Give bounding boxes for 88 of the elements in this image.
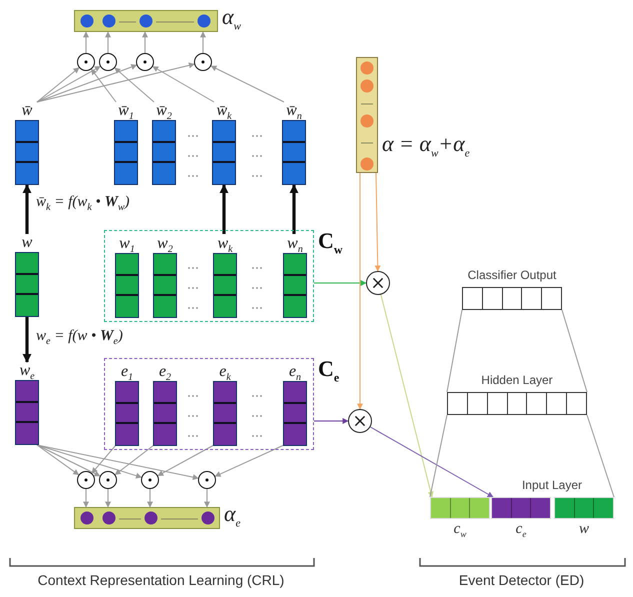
input-segment xyxy=(430,497,490,519)
multiply-circle xyxy=(348,409,372,433)
segment-label: c$_{e}$ xyxy=(514,521,528,539)
multiply-circle xyxy=(366,271,390,295)
vector-label: w̄$_{k}$ xyxy=(215,102,233,120)
dashed-group-box xyxy=(104,230,314,322)
vector-label: e$_{n}$ xyxy=(288,363,302,381)
dot-operator-circle xyxy=(99,471,117,489)
dot-operator-circle xyxy=(77,53,95,71)
vector-label: α$_{w}$ xyxy=(222,4,241,32)
arrow xyxy=(22,317,32,363)
arrow xyxy=(374,172,381,272)
arrow xyxy=(36,444,100,476)
connector-line xyxy=(430,414,448,498)
arrow xyxy=(147,488,153,508)
arrow xyxy=(214,444,284,477)
dot-operator-circle xyxy=(136,53,154,71)
vector-label: e$_{2}$ xyxy=(158,363,172,381)
neuron-layer xyxy=(447,392,587,415)
arrow xyxy=(36,66,101,102)
group-label: C$_{e}$ xyxy=(318,356,340,386)
vector-label: w̄$_{n}$ xyxy=(285,102,303,120)
segment-label: w xyxy=(578,521,590,538)
section-caption: Context Representation Learning (CRL) xyxy=(36,572,286,588)
arrow xyxy=(210,66,284,102)
vector-label: w̄$_{1}$ xyxy=(117,102,135,120)
section-caption: Event Detector (ED) xyxy=(458,572,586,588)
dot-operator-circle xyxy=(77,471,95,489)
edge-label: w$_{e}$ = f(w • W$_{e}$) xyxy=(34,328,125,347)
vector-label: w̄$_{2}$ xyxy=(155,102,173,120)
arrow xyxy=(314,418,349,424)
arrow xyxy=(105,488,111,508)
arrow xyxy=(114,444,154,476)
arrow xyxy=(36,444,142,479)
layer-label: Hidden Layer xyxy=(480,373,554,387)
dashed-group-box xyxy=(104,358,314,450)
arrow xyxy=(90,68,116,102)
arrow xyxy=(290,184,298,234)
arrow xyxy=(220,184,228,234)
vector-label: α = α$_{w}$+α$_{e}$ xyxy=(382,131,470,160)
vector-label: w$_{2}$ xyxy=(156,235,174,253)
arrow xyxy=(91,444,116,474)
dot-operator-circle xyxy=(194,53,212,71)
arrow xyxy=(142,31,148,54)
layer-label: Classifier Output xyxy=(466,268,558,282)
arrow xyxy=(152,66,214,102)
attention-vector xyxy=(74,507,220,529)
vector-label: w$_{1}$ xyxy=(118,235,136,253)
vector-label: e$_{1}$ xyxy=(120,363,134,381)
group-label: C$_{w}$ xyxy=(318,228,343,258)
arrow xyxy=(36,62,195,102)
attention-vector xyxy=(356,57,378,173)
arrow xyxy=(200,31,206,54)
arrow xyxy=(370,426,494,498)
attention-vector xyxy=(74,10,218,32)
dot-operator-circle xyxy=(141,471,159,489)
input-segment xyxy=(491,497,551,519)
vector-label: w$_{n}$ xyxy=(286,235,304,253)
arrow xyxy=(83,31,89,54)
input-segment xyxy=(554,497,614,519)
arrow xyxy=(83,488,89,508)
arrow xyxy=(105,31,111,54)
arrow xyxy=(36,67,80,102)
arrow xyxy=(114,67,154,102)
connector-line xyxy=(562,310,588,392)
segment-label: c$_{w}$ xyxy=(452,521,468,539)
connector-line xyxy=(446,310,462,392)
edge-label: w̄$_{k}$ = f(w$_{k}$ • W$_{w}$) xyxy=(34,194,132,213)
connector-line xyxy=(586,414,614,498)
neuron-layer xyxy=(462,287,562,310)
vector-label: α$_{e}$ xyxy=(224,501,240,530)
arrow xyxy=(380,294,434,498)
vector-label: w$_{k}$ xyxy=(216,235,234,253)
arrow xyxy=(357,172,363,410)
vector-label: w xyxy=(20,234,34,252)
arrow xyxy=(204,488,210,508)
arrow xyxy=(36,64,138,102)
vector-label: e$_{k}$ xyxy=(218,363,232,381)
dot-operator-circle xyxy=(99,53,117,71)
arrow xyxy=(314,280,367,286)
arrow xyxy=(22,184,32,234)
arrow xyxy=(157,444,214,476)
dot-operator-circle xyxy=(198,471,216,489)
vector-label: w̄ xyxy=(20,102,34,120)
arrow xyxy=(36,444,199,480)
vector-label: w$_{e}$ xyxy=(18,362,36,380)
layer-label: Input Layer xyxy=(520,478,584,492)
arrow xyxy=(36,444,80,476)
